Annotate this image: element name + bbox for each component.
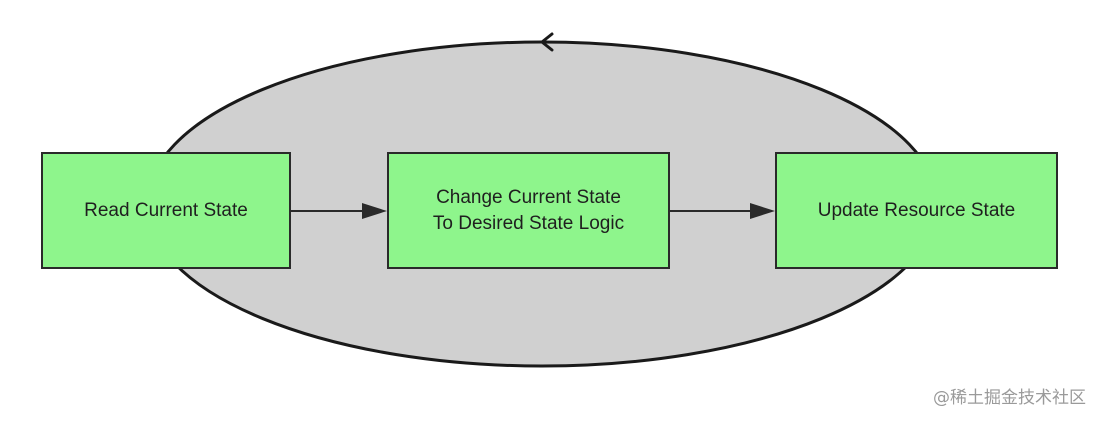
step-change-label-line2: To Desired State Logic [432,212,625,234]
step-update-resource-state: Update Resource State [775,152,1058,269]
step-read-current-state: Read Current State [41,152,291,269]
step-update-label: Update Resource State [817,199,1016,221]
watermark: @稀土掘金技术社区 [933,388,1086,408]
arrow-read-to-change-head [362,203,387,219]
loop-direction-arrowhead [540,32,554,52]
arrow-change-to-update-head [750,203,775,219]
step-read-label: Read Current State [84,199,248,221]
step-change-to-desired-state: Change Current State To Desired State Lo… [387,152,670,269]
step-change-label-line1: Change Current State [436,186,621,208]
